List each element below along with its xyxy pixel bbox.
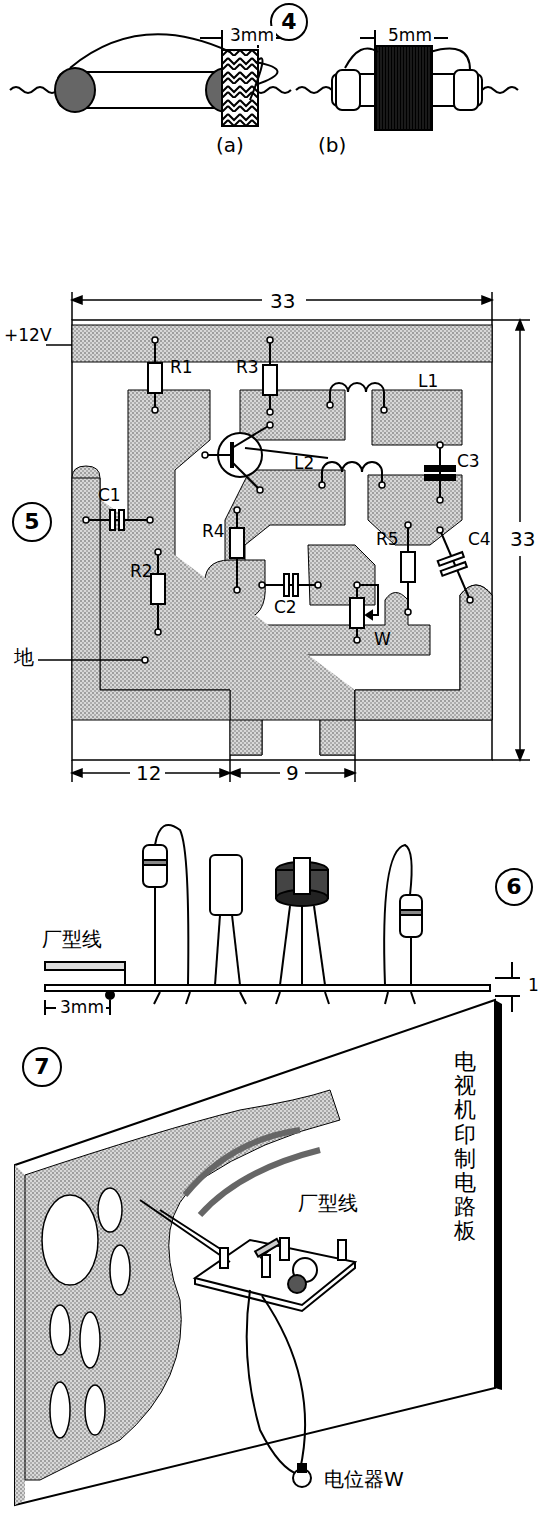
figure-number: 6 — [506, 876, 521, 898]
dimension: 33 — [508, 528, 537, 550]
part-label: C3 — [455, 452, 482, 471]
figure-6 — [45, 825, 520, 1015]
dimension: 12 — [134, 762, 163, 784]
part-label: R1 — [168, 358, 195, 377]
net-label: +12V — [2, 326, 54, 345]
dimension: 9 — [284, 762, 301, 784]
figure-number-circle: 5 — [12, 502, 52, 542]
part-label: C4 — [466, 530, 493, 549]
dimension: 33 — [268, 290, 297, 312]
figure-number-circle: 6 — [495, 868, 533, 906]
figure-number: 7 — [34, 1056, 49, 1078]
part-label: C1 — [96, 486, 123, 505]
part-label: R3 — [234, 358, 261, 377]
board-label: 电视机印制电路板 — [452, 1050, 478, 1244]
part-label: W — [372, 630, 393, 649]
dimension: 1 — [526, 976, 541, 995]
part-label: 厂型线 — [40, 928, 104, 950]
sub-figure-label: (b) — [316, 134, 348, 156]
part-label: C2 — [272, 598, 299, 617]
dimension: 3mm — [228, 26, 276, 45]
figure-number: 4 — [281, 11, 296, 33]
figure-number-circle: 7 — [22, 1047, 62, 1087]
dimension: 5mm — [386, 26, 434, 45]
figure-5 — [38, 292, 530, 782]
figure-7 — [15, 1000, 502, 1505]
part-label: R4 — [200, 522, 227, 541]
part-label: R2 — [128, 562, 155, 581]
part-label: L2 — [292, 454, 316, 473]
figure-number: 5 — [24, 511, 39, 533]
part-label: R5 — [374, 530, 401, 549]
net-label: 地 — [12, 646, 36, 668]
part-label: 电位器W — [322, 1468, 406, 1490]
part-label: L1 — [416, 372, 440, 391]
part-label: 厂型线 — [296, 1192, 360, 1214]
sub-figure-label: (a) — [214, 134, 246, 156]
dimension: 3mm — [58, 998, 106, 1017]
figure-4 — [10, 30, 518, 130]
